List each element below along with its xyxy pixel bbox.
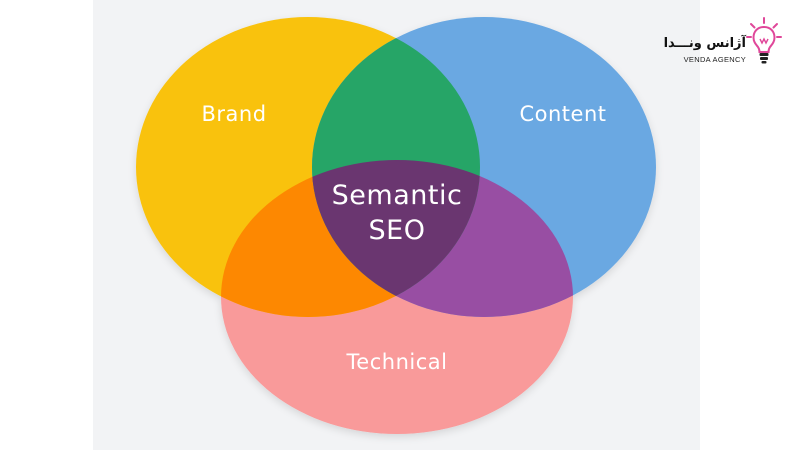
logo-name-en: VENDA AGENCY (683, 55, 746, 64)
venda-agency-logo: آژانس ونـــدا VENDA AGENCY (664, 14, 788, 70)
logo-name-fa: آژانس ونـــدا (663, 36, 746, 51)
lightbulb-icon (746, 17, 782, 64)
label-seo: SEO (369, 215, 426, 246)
label-semantic: Semantic (332, 180, 463, 211)
label-technical: Technical (346, 350, 448, 374)
label-brand: Brand (201, 102, 266, 126)
label-content: Content (519, 102, 606, 126)
